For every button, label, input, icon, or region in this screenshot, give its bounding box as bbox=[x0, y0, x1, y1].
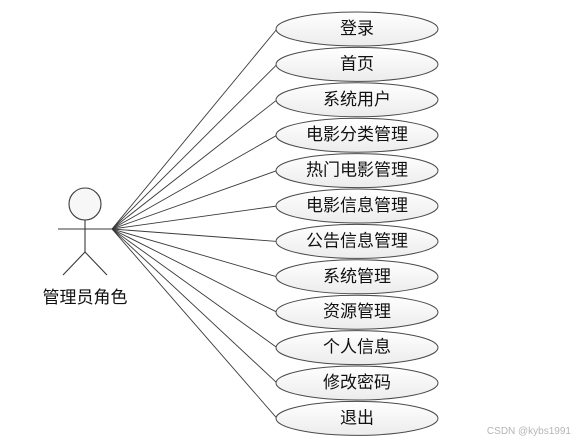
use-case-ellipse bbox=[275, 117, 439, 153]
use-case-movie-category-mgmt: 电影分类管理 bbox=[275, 117, 439, 153]
association-lines bbox=[111, 28, 278, 419]
use-case-ellipse bbox=[275, 153, 439, 189]
use-case-system-users: 系统用户 bbox=[275, 82, 439, 118]
use-case-ellipse bbox=[275, 400, 439, 436]
use-case-change-password: 修改密码 bbox=[275, 365, 439, 401]
association-line-resource-mgmt bbox=[111, 228, 278, 313]
use-case-movie-info-mgmt: 电影信息管理 bbox=[275, 188, 439, 224]
use-case-ellipse bbox=[275, 11, 439, 47]
use-case-label: 系统管理 bbox=[323, 267, 391, 287]
use-case-list: 登录首页系统用户电影分类管理热门电影管理电影信息管理公告信息管理系统管理资源管理… bbox=[275, 11, 439, 436]
use-case-login: 登录 bbox=[275, 11, 439, 47]
association-line-system-mgmt bbox=[111, 228, 278, 278]
association-line-notice-info-mgmt bbox=[111, 228, 278, 242]
use-case-notice-info-mgmt: 公告信息管理 bbox=[275, 223, 439, 259]
use-case-ellipse bbox=[275, 259, 439, 295]
use-case-ellipse bbox=[275, 294, 439, 330]
use-case-home: 首页 bbox=[275, 46, 439, 82]
actor-right-leg bbox=[84, 251, 108, 276]
association-line-movie-category-mgmt bbox=[111, 134, 278, 230]
association-line-personal-info bbox=[111, 228, 278, 348]
actor-left-leg bbox=[62, 251, 86, 276]
use-case-system-mgmt: 系统管理 bbox=[275, 259, 439, 295]
association-line-system-users bbox=[111, 99, 278, 230]
actor-figure: 管理员角色 bbox=[43, 187, 128, 308]
association-line-movie-info-mgmt bbox=[111, 205, 278, 230]
use-case-logout: 退出 bbox=[275, 400, 439, 436]
actor-head bbox=[68, 187, 102, 221]
use-case-ellipse bbox=[275, 223, 439, 259]
use-case-label: 热门电影管理 bbox=[306, 161, 408, 181]
use-case-label: 系统用户 bbox=[323, 90, 391, 110]
use-case-label: 修改密码 bbox=[323, 373, 391, 393]
use-case-label: 资源管理 bbox=[323, 302, 391, 322]
use-case-label: 公告信息管理 bbox=[306, 231, 408, 251]
use-case-hot-movie-mgmt: 热门电影管理 bbox=[275, 153, 439, 189]
use-case-ellipse bbox=[275, 365, 439, 401]
use-case-label: 电影信息管理 bbox=[306, 196, 408, 216]
use-case-ellipse bbox=[275, 188, 439, 224]
association-line-login bbox=[111, 28, 278, 230]
use-case-ellipse bbox=[275, 330, 439, 366]
use-case-personal-info: 个人信息 bbox=[275, 330, 439, 366]
association-line-change-password bbox=[111, 228, 278, 384]
use-case-label: 电影分类管理 bbox=[306, 125, 408, 145]
watermark-text: CSDN @kybs1991 bbox=[486, 426, 571, 437]
actor-label: 管理员角色 bbox=[43, 288, 128, 308]
association-line-hot-movie-mgmt bbox=[111, 170, 278, 230]
association-line-home bbox=[111, 64, 278, 230]
use-case-label: 首页 bbox=[340, 54, 374, 74]
association-line-logout bbox=[111, 228, 278, 419]
use-case-label: 退出 bbox=[340, 408, 374, 428]
use-case-label: 登录 bbox=[340, 19, 374, 39]
use-case-ellipse bbox=[275, 82, 439, 118]
use-case-resource-mgmt: 资源管理 bbox=[275, 294, 439, 330]
use-case-ellipse bbox=[275, 46, 439, 82]
use-case-label: 个人信息 bbox=[323, 338, 391, 358]
